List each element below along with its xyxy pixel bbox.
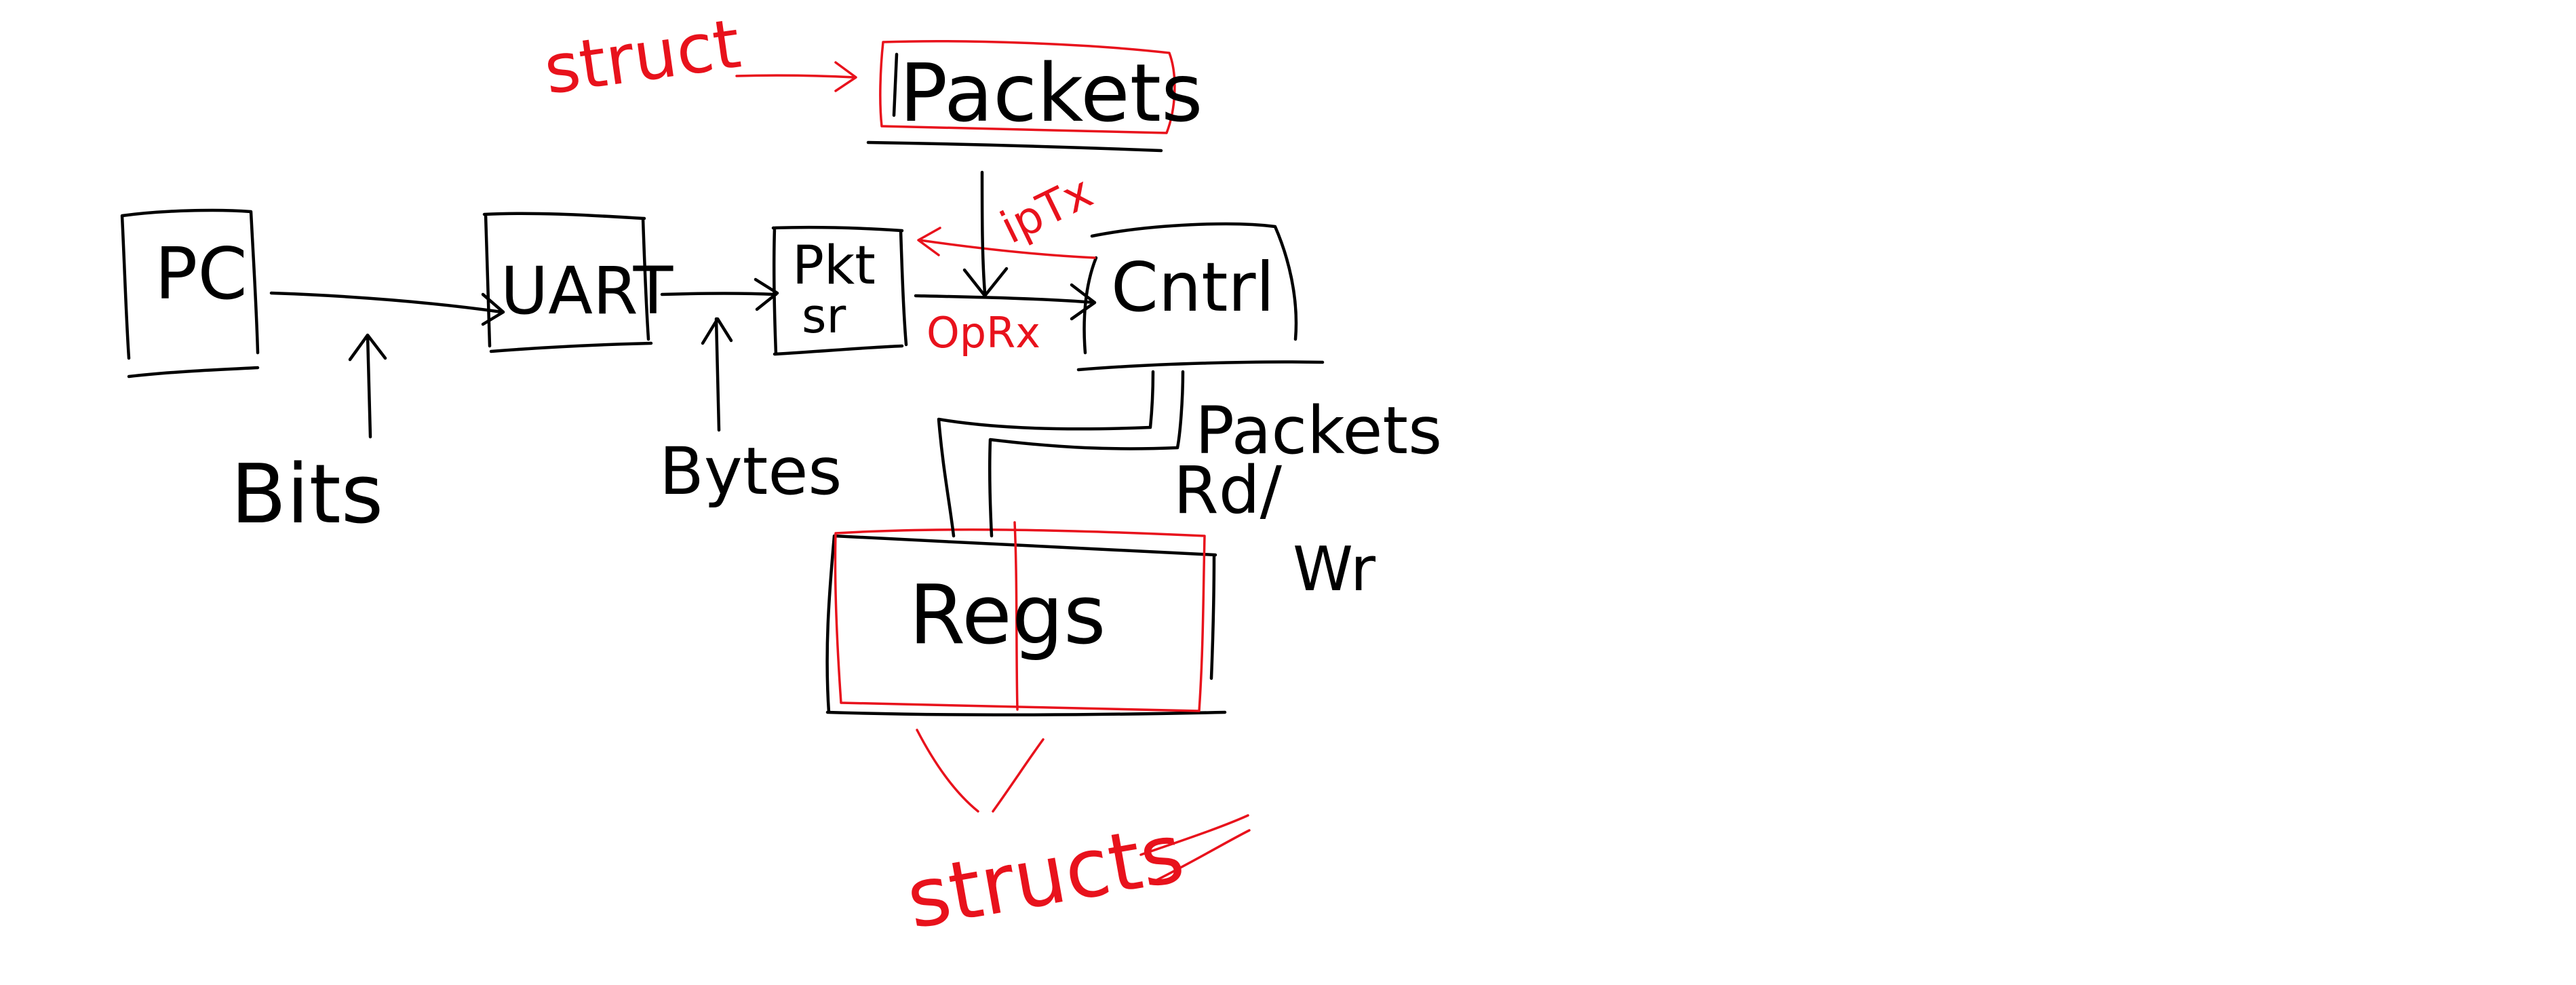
cntrl-label: Cntrl bbox=[1111, 248, 1274, 327]
cntrl-to-pkt-arrow bbox=[917, 227, 1096, 259]
pkt-label-line2: sr bbox=[802, 288, 846, 344]
regs-box-outline bbox=[825, 534, 1227, 717]
pkt-to-cntrl-arrow bbox=[914, 283, 1097, 321]
packets-block: Packets bbox=[866, 40, 1203, 153]
bits-up-arrow bbox=[348, 333, 387, 439]
iptx-label: ipTx bbox=[992, 166, 1100, 254]
regs-red-divider bbox=[1013, 521, 1019, 711]
packets-underline bbox=[866, 140, 1163, 153]
packets-down-arrow bbox=[962, 170, 1009, 298]
packets-label: Packets bbox=[899, 46, 1203, 140]
cntrl-regs-bus bbox=[937, 370, 1185, 538]
regs-label: Regs bbox=[909, 568, 1106, 663]
packets-rdwr-line3: Wr bbox=[1293, 534, 1375, 605]
structs-bracket bbox=[916, 729, 1045, 813]
structs-strikethrough bbox=[1139, 814, 1251, 883]
uart-box-outline bbox=[482, 212, 653, 353]
packets-rdwr-line2: Rd/ bbox=[1173, 452, 1283, 528]
oprx-label: OpRx bbox=[926, 308, 1040, 358]
pkt-block: Pkt sr bbox=[771, 225, 908, 356]
cntrl-block: Cntrl bbox=[1076, 222, 1325, 372]
pc-block: PC bbox=[120, 208, 260, 379]
uart-label: UART bbox=[501, 253, 674, 329]
red-annotations: ipTx OpRx struct structs bbox=[539, 4, 1251, 948]
packets-box-outline bbox=[879, 40, 1176, 134]
pkt-label-line1: Pkt bbox=[792, 235, 876, 296]
struct-annotation: struct bbox=[539, 4, 745, 110]
bytes-label: Bytes bbox=[659, 433, 842, 509]
bytes-up-arrow bbox=[701, 317, 733, 432]
struct-arrow bbox=[735, 61, 857, 92]
regs-block: Regs bbox=[825, 521, 1227, 717]
black-labels: Bits Bytes Packets Rd/ Wr bbox=[231, 393, 1442, 605]
pc-label: PC bbox=[155, 233, 248, 315]
bits-label: Bits bbox=[231, 448, 383, 542]
regs-red-outline bbox=[834, 528, 1206, 712]
connectors bbox=[269, 170, 1185, 538]
pc-box-outline bbox=[120, 208, 260, 379]
uart-block: UART bbox=[482, 212, 674, 353]
structs-annotation: structs bbox=[900, 806, 1190, 947]
packets-rdwr-line1: Packets bbox=[1195, 393, 1442, 469]
pc-to-uart-arrow bbox=[269, 291, 505, 326]
packets-left-tick bbox=[892, 52, 899, 117]
uart-to-pkt-arrow bbox=[660, 277, 779, 311]
